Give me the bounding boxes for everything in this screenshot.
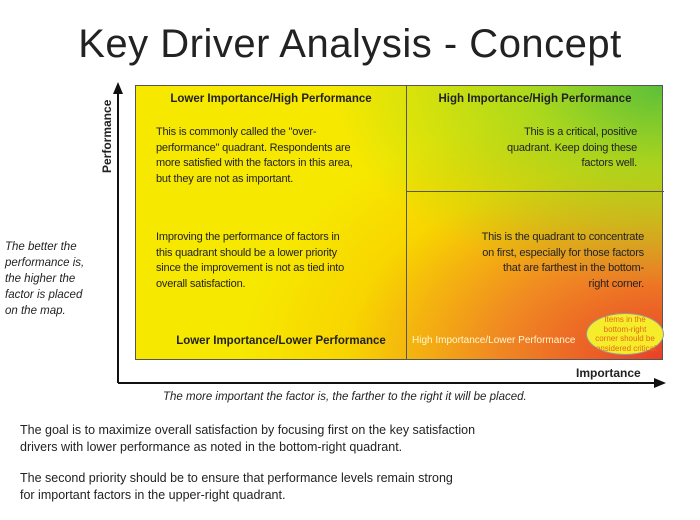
x-axis-label: Importance: [576, 366, 641, 380]
paragraph-second-priority: The second priority should be to ensure …: [20, 471, 453, 502]
quadrant-top-left-text: This is commonly called the "over-perfor…: [156, 126, 353, 185]
quadrant-map: Lower Importance/High Performance This i…: [135, 85, 664, 360]
horizontal-divider: [406, 191, 664, 192]
page-title: Key Driver Analysis - Concept: [78, 22, 622, 66]
x-axis-note: The more important the factor is, the fa…: [163, 391, 527, 403]
y-axis-label: Performance: [100, 99, 114, 173]
x-axis-arrow-icon: [654, 378, 666, 388]
paragraph-goal: The goal is to maximize overall satisfac…: [20, 423, 476, 454]
y-axis-arrow-icon: [113, 82, 123, 94]
quadrant-top-left-heading: Lower Importance/High Performance: [170, 93, 372, 105]
quadrant-top-right-heading: High Importance/High Performance: [438, 93, 632, 105]
vertical-divider: [406, 86, 407, 359]
quadrant-bottom-right-heading: High Importance/Lower Performance: [412, 335, 576, 346]
quadrant-bottom-left-heading: Lower Importance/Lower Performance: [176, 335, 386, 347]
